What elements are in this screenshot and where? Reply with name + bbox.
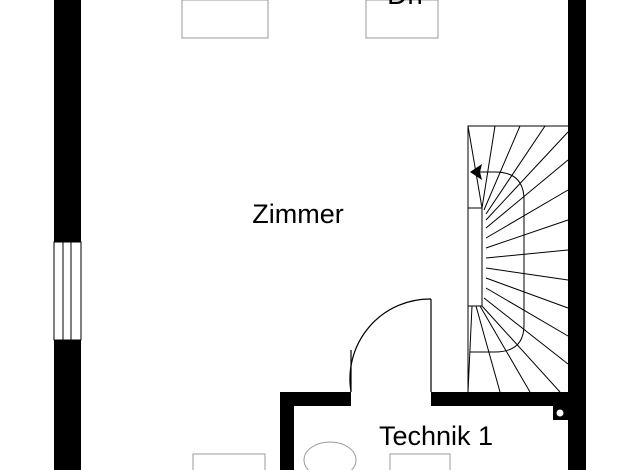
room-label-technik: Technik 1 (379, 421, 493, 451)
technik-corner-fixture (553, 406, 568, 420)
room-label-zimmer: Zimmer (252, 199, 343, 229)
left-wall-lower (54, 340, 81, 470)
door-technik (349, 298, 432, 393)
technik-top-wall-right (431, 392, 568, 406)
staircase (467, 125, 569, 393)
technik-left-wall (280, 392, 294, 470)
window-left (53, 241, 82, 341)
technik-stub-left (280, 392, 284, 394)
fixture-bottom-right (389, 453, 451, 470)
stair-direction-path (470, 171, 525, 353)
stair-arrow-icon (470, 164, 482, 180)
walls (54, 0, 586, 470)
fixture-round-technik (303, 441, 357, 470)
fixture-bottom-left (192, 453, 266, 470)
right-wall (568, 0, 586, 470)
fixture-top-right (365, 0, 439, 39)
fixtures (181, 0, 451, 470)
technik-top-wall-left (280, 392, 351, 406)
left-wall-upper (54, 0, 81, 242)
fixture-top-left (181, 0, 269, 39)
stair-newel (467, 207, 483, 307)
room-label-top: Dri (387, 0, 423, 10)
